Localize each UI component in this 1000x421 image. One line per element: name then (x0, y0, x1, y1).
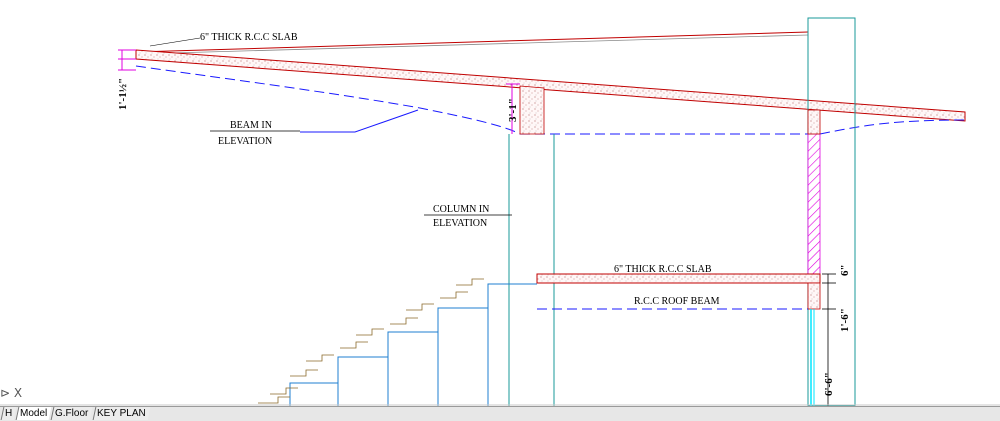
column-label-line2: ELEVATION (433, 218, 487, 229)
beam-depth-dimension: 3'-1" (506, 83, 520, 134)
wall-block-top (807, 109, 821, 135)
beam-drop-block (519, 85, 545, 135)
beam-label-line2: ELEVATION (218, 136, 272, 147)
column-height-label: 6'-6" (823, 372, 835, 396)
sloping-slab (135, 49, 966, 122)
right-dimensions: 6" 1'-6" 6'-6" (822, 264, 851, 406)
tab-g-floor[interactable]: G.Floor (51, 407, 94, 420)
top-slab-leader (149, 37, 201, 47)
beam-dashed-curve (135, 65, 521, 135)
beam-thk-label: 1'-6" (839, 308, 851, 332)
tab-key-plan[interactable]: KEY PLAN (92, 407, 150, 420)
slab-thk-label: 6" (839, 264, 851, 276)
staircase (289, 283, 537, 406)
upper-roof-line (135, 31, 809, 55)
left-depth-dimension: 1'-1½" (117, 49, 136, 110)
column-label-line1: COLUMN IN (433, 204, 489, 215)
roof-beam-label: R.C.C ROOF BEAM (634, 296, 720, 307)
hatched-wall (807, 133, 821, 275)
top-slab-label: 6" THICK R.C.C SLAB (200, 32, 298, 43)
beam-label-line1: BEAM IN (230, 120, 272, 131)
roof-beam-block (807, 282, 821, 310)
mid-slab-label: 6" THICK R.C.C SLAB (614, 264, 712, 275)
drawing-canvas[interactable]: 1'-1½" 3'-1" 6" 1'-6" 6'-6" (0, 0, 1000, 407)
left-depth-label: 1'-1½" (117, 78, 129, 110)
stair-treads (258, 278, 484, 404)
tab-h[interactable]: H (0, 407, 17, 420)
ucs-icon: ⊳ X (0, 386, 23, 400)
beam-depth-label: 3'-1" (507, 98, 519, 122)
beam-dashed-right (819, 119, 966, 135)
beam-leader (300, 109, 419, 133)
columns (508, 17, 856, 407)
mid-slab (536, 273, 821, 284)
tab-model[interactable]: Model (15, 407, 52, 420)
